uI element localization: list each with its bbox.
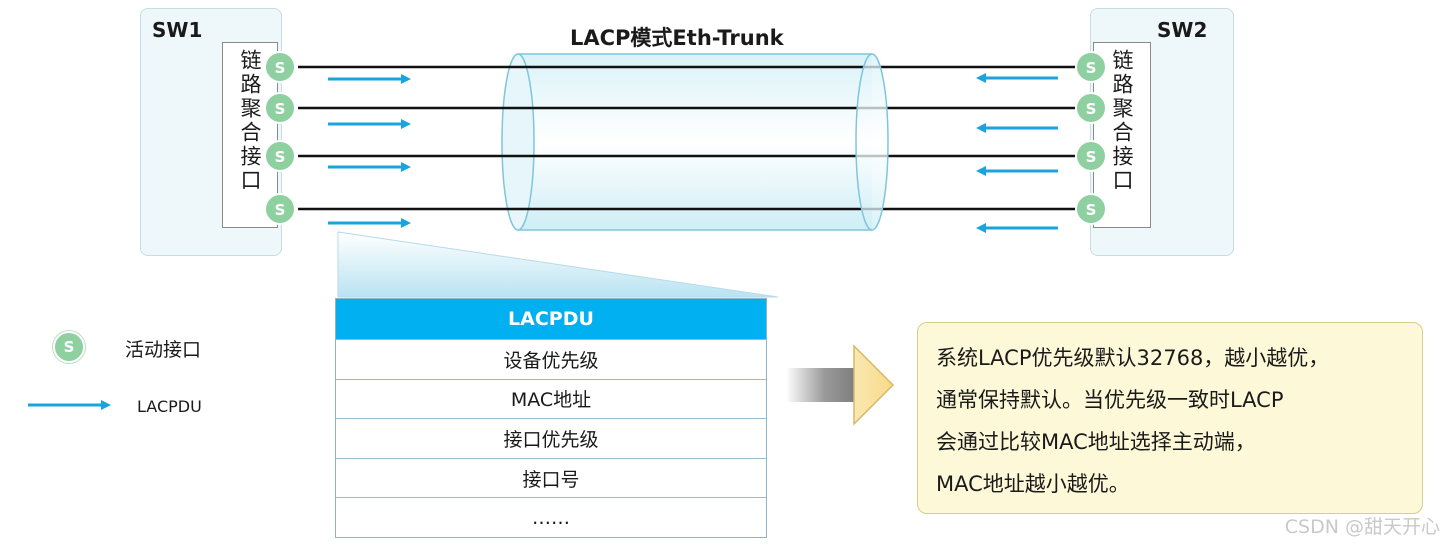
lacpdu-arrow-left-icon [976,223,1058,233]
lacpdu-field-row: 接口号 [336,457,766,498]
note-line: 系统LACP优先级默认32768，越小越优， [936,346,1330,370]
trunk-cylinder-rim [855,53,889,231]
lacpdu-field-row: …… [336,497,766,537]
lacpdu-field-row: MAC地址 [336,378,766,419]
sw1-ports: S S S S [264,51,296,225]
lacpdu-table-header: LACPDU [336,299,766,339]
active-port-icon: S [264,92,296,124]
legend-port-letter: S [63,338,75,356]
active-port-icon: S [1075,51,1107,83]
trunk-cylinder [501,53,872,231]
link-lines [298,65,1075,211]
active-port-icon: S [1075,140,1107,172]
big-right-arrow-icon [786,344,895,426]
port-letter: S [1086,148,1097,166]
sw2-ports: S S S S [1075,51,1107,225]
lacpdu-arrow-right-icon [328,74,411,84]
watermark: CSDN @甜天开心 [1284,516,1440,538]
lacpdu-table: LACPDU 设备优先级 MAC地址 接口优先级 接口号 …… [335,298,767,538]
sw2-lacpdu-arrows [976,73,1058,233]
active-port-icon: S [264,140,296,172]
lacpdu-arrow-left-icon [976,73,1058,83]
sw1-lacpdu-arrows [328,74,411,228]
note-line: MAC地址越小越优。 [936,472,1130,496]
sw2-agg-port-label: 链路聚合接口 [1110,49,1134,193]
callout-wedge [337,231,779,298]
legend-active-port-icon: S [53,331,85,363]
priority-note: 系统LACP优先级默认32768，越小越优， 通常保持默认。当优先级一致时LAC… [917,322,1423,514]
port-letter: S [275,148,286,166]
legend-lacpdu-arrow-icon [28,400,111,410]
sw1-agg-port-label: 链路聚合接口 [238,49,262,193]
lacpdu-field-row: 接口优先级 [336,418,766,458]
port-letter: S [275,100,286,118]
port-letter: S [1086,201,1097,219]
sw1-label: SW1 [152,18,203,42]
legend-active-port-label: 活动接口 [125,339,202,361]
port-letter: S [275,59,286,77]
active-port-icon: S [1075,193,1107,225]
lacpdu-arrow-right-icon [328,162,411,172]
active-port-icon: S [1075,92,1107,124]
note-line: 通常保持默认。当优先级一致时LACP [936,388,1284,412]
legend-lacpdu-label: LACPDU [137,397,202,416]
note-line: 会通过比较MAC地址选择主动端， [936,430,1256,454]
lacpdu-arrow-left-icon [976,123,1058,133]
port-letter: S [1086,59,1097,77]
lacpdu-arrow-right-icon [328,218,411,228]
trunk-title: LACP模式Eth-Trunk [570,26,784,50]
sw2-label: SW2 [1157,18,1208,42]
lacpdu-arrow-left-icon [976,166,1058,176]
lacpdu-field-row: 设备优先级 [336,339,766,379]
active-port-icon: S [264,51,296,83]
sw2-agg-port: 链路聚合接口 [1093,42,1151,228]
port-letter: S [1086,100,1097,118]
lacpdu-arrow-right-icon [328,119,411,129]
active-port-icon: S [264,193,296,225]
port-letter: S [275,201,286,219]
